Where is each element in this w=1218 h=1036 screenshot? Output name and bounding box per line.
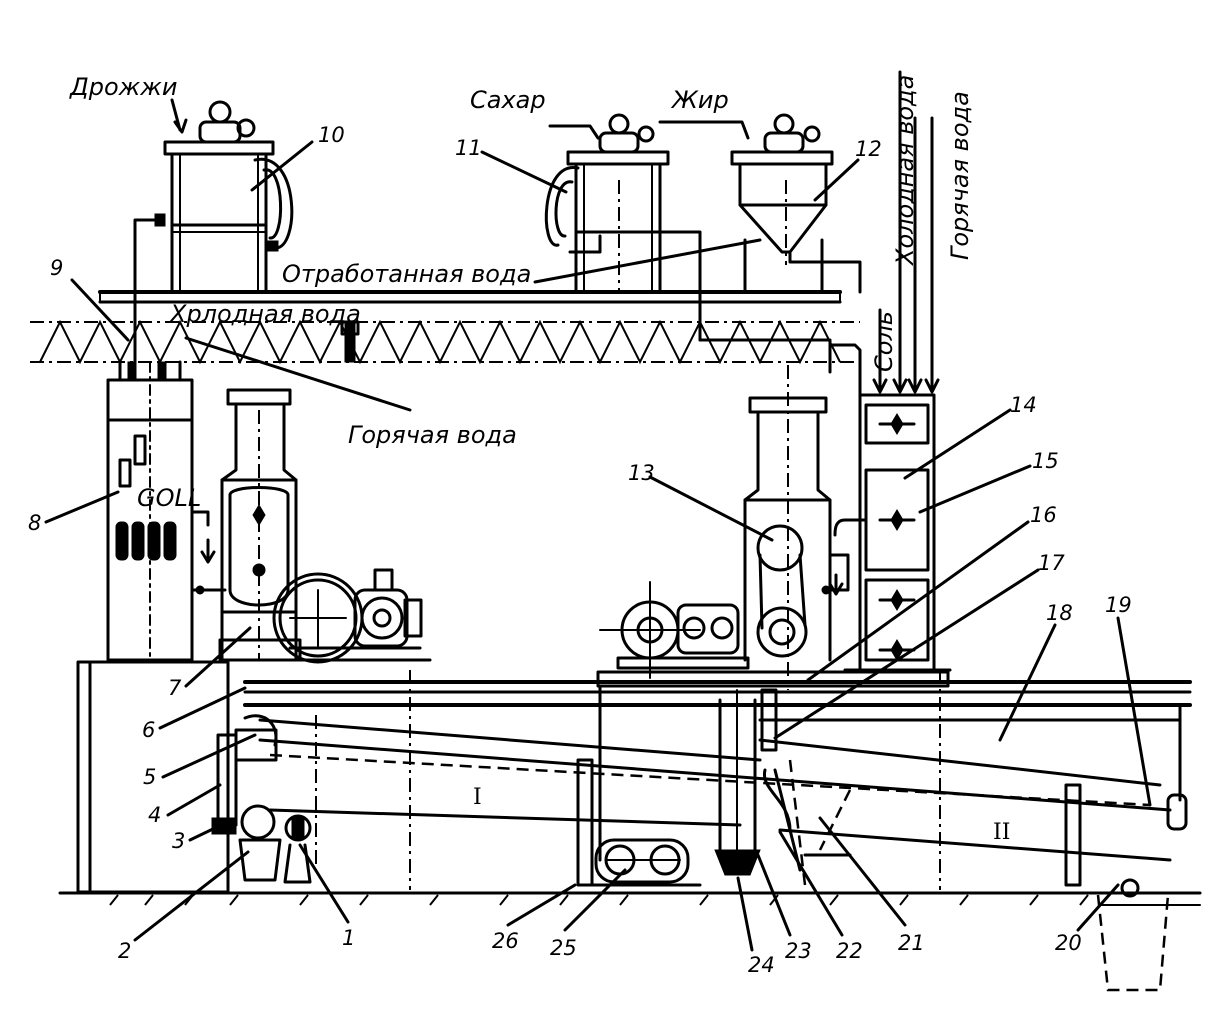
- callout-12: 12: [855, 137, 882, 161]
- callout-22: 22: [836, 939, 863, 963]
- callouts: 1 2 3 4 5 6 7 8 9 10 11 12 13 14 15 16 1…: [28, 123, 1152, 977]
- callout-24: 24: [748, 953, 775, 977]
- ground-line: [58, 891, 1202, 906]
- pipe-trench: [30, 319, 862, 397]
- callout-13: 13: [628, 461, 655, 485]
- water-meter: GOLL: [106, 360, 227, 662]
- meter-text: GOLL: [137, 484, 201, 512]
- callout-18: 18: [1046, 601, 1073, 625]
- screw-auger: [714, 688, 852, 886]
- label-cold-water-right: Холодная вода: [891, 75, 919, 267]
- callout-11: 11: [455, 136, 482, 160]
- callout-21: 21: [898, 931, 925, 955]
- dosing-station: [833, 70, 952, 672]
- label-fat: Жир: [670, 86, 729, 114]
- callout-20: 20: [1055, 931, 1082, 955]
- label-hot-water-right: Горячая вода: [946, 91, 974, 260]
- fat-tank: [730, 113, 862, 294]
- trough-frame: I II: [76, 660, 1192, 894]
- callout-4: 4: [148, 803, 161, 827]
- mixer-right: [599, 365, 850, 690]
- mixer-left: [218, 388, 432, 664]
- callout-8: 8: [28, 511, 41, 535]
- yeast-tank: [133, 100, 294, 377]
- zone-2-label: II: [993, 820, 1010, 845]
- callout-25: 25: [550, 936, 577, 960]
- callout-9: 9: [50, 256, 63, 280]
- callout-5: 5: [143, 765, 156, 789]
- callout-26: 26: [492, 929, 519, 953]
- callout-7: 7: [168, 676, 182, 700]
- label-cold-water-top: Хрлодная вода: [168, 300, 361, 328]
- callout-6: 6: [142, 718, 155, 742]
- callout-15: 15: [1032, 449, 1059, 473]
- platform: [98, 290, 842, 304]
- discharge-bin: [1096, 793, 1188, 992]
- callout-2: 2: [118, 939, 131, 963]
- zone-1-label: I: [473, 785, 482, 810]
- callout-16: 16: [1030, 503, 1057, 527]
- callout-19: 19: [1105, 593, 1132, 617]
- callout-23: 23: [785, 939, 812, 963]
- bottom-motor: [588, 838, 702, 887]
- callout-10: 10: [318, 123, 345, 147]
- label-hot-water: Горячая вода: [348, 421, 517, 449]
- callout-1: 1: [342, 926, 355, 950]
- label-sugar: Сахар: [470, 86, 546, 114]
- callout-17: 17: [1038, 551, 1065, 575]
- label-salt: Соль: [870, 311, 898, 372]
- label-yeast: Дрожжи: [69, 73, 178, 101]
- callout-14: 14: [1010, 393, 1037, 417]
- label-waste-water: Отработанная вода: [282, 260, 531, 288]
- sugar-tank: [544, 113, 702, 342]
- meter-dial: [115, 521, 177, 561]
- callout-3: 3: [172, 829, 185, 853]
- trough-left-drive: [211, 714, 317, 884]
